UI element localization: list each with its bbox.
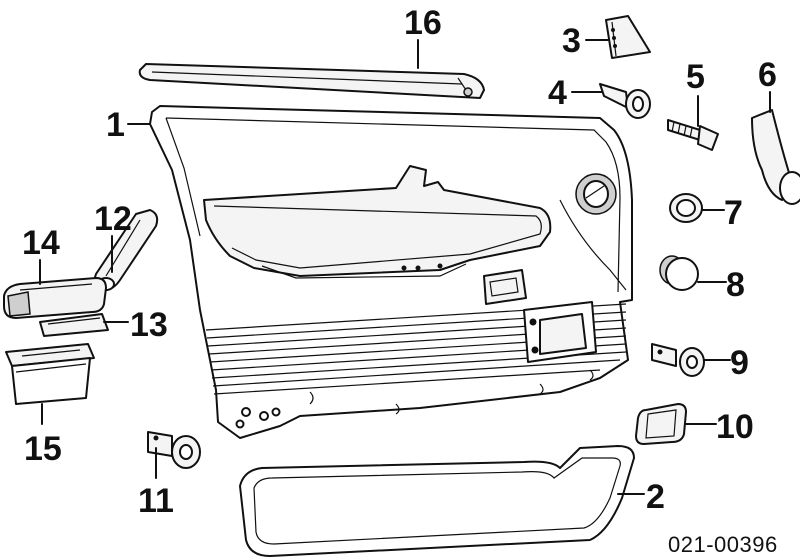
callout-14: 14 <box>22 224 60 262</box>
callout-7: 7 <box>724 194 743 232</box>
callout-12: 12 <box>94 200 132 238</box>
callout-5: 5 <box>686 58 705 96</box>
part-7-grommet <box>669 193 703 223</box>
part-14-armrest-pad <box>3 277 107 319</box>
reference-code: 021-00396 <box>668 532 778 557</box>
callout-1: 1 <box>106 106 125 144</box>
part-2-lower-pad <box>239 445 635 557</box>
callout-3: 3 <box>562 22 581 60</box>
part-5-screw <box>667 119 719 151</box>
callout-8: 8 <box>726 266 745 304</box>
mirror-opening <box>575 173 617 215</box>
part-3-corner-trim <box>605 15 651 59</box>
callout-11: 11 <box>138 482 174 520</box>
part-10-cover-plate <box>635 403 687 445</box>
part-1-door-trim-panel <box>149 105 633 439</box>
part-15-pocket <box>5 343 95 405</box>
part-8-plug <box>659 255 699 291</box>
callout-16: 16 <box>404 4 442 42</box>
part-16-belt-molding <box>138 63 485 99</box>
part-6-handle-cover <box>751 109 800 205</box>
part-9-retainer-clip <box>651 343 705 377</box>
callout-15: 15 <box>24 430 62 468</box>
callout-9: 9 <box>730 344 749 382</box>
part-11-clip-fastener <box>147 431 201 469</box>
callout-4: 4 <box>548 74 567 112</box>
callout-13: 13 <box>130 306 168 344</box>
callout-2: 2 <box>646 478 665 516</box>
callout-6: 6 <box>758 56 777 94</box>
part-13-trim-strip <box>39 313 109 337</box>
part-4-push-clip <box>599 83 651 119</box>
callout-10: 10 <box>716 408 754 446</box>
